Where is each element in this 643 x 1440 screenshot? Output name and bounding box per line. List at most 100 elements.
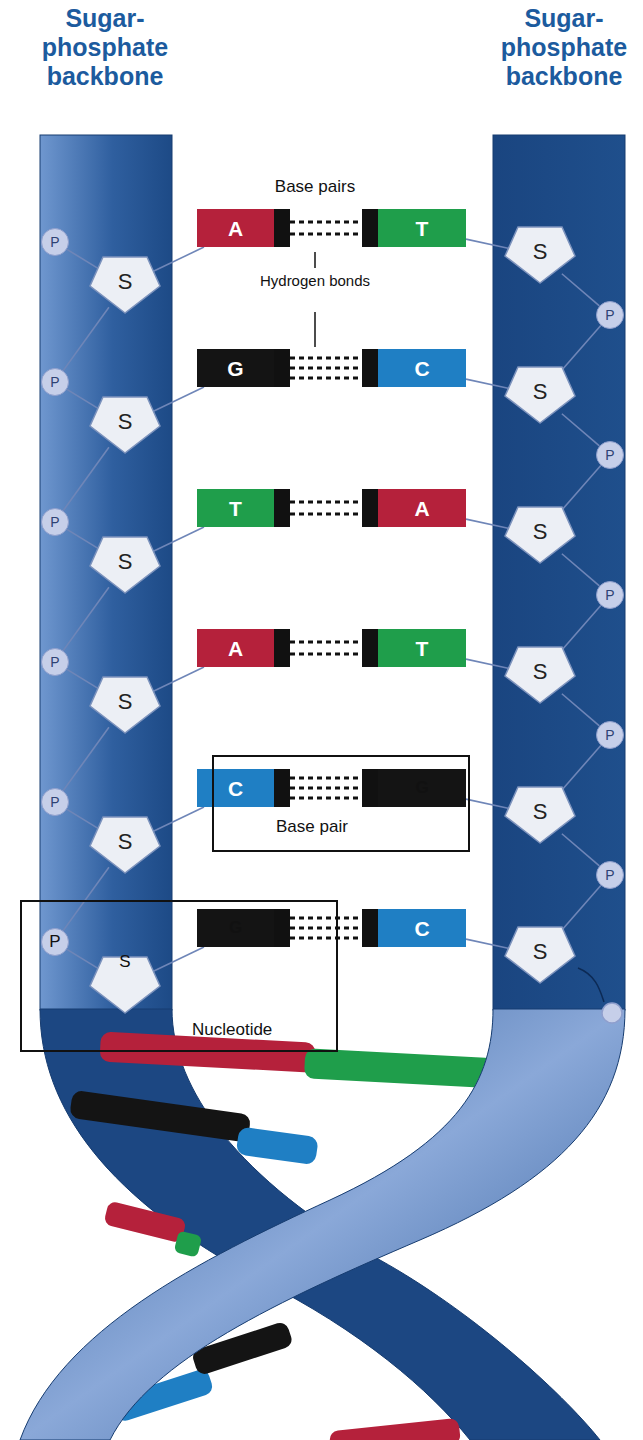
hydrogen-bond-line — [290, 367, 362, 370]
hydrogen-bond-line — [290, 357, 362, 360]
phosphate-circle: P — [41, 648, 69, 676]
sugar-pentagon: S — [88, 535, 162, 595]
rung — [236, 1126, 319, 1165]
sugar-letter: S — [118, 691, 133, 713]
callout-label: Base pair — [276, 817, 348, 837]
backbone-link — [558, 746, 600, 794]
hydrogen-bond-line — [290, 641, 362, 644]
base-letter: C — [414, 918, 429, 939]
callout-box: Nucleotide P G S — [20, 900, 338, 1052]
hydrogen-bond-line — [290, 221, 362, 224]
base-block: T — [362, 629, 466, 667]
base-letter: G — [415, 778, 428, 798]
sugar-pentagon: S — [503, 925, 577, 985]
hydrogen-bond — [290, 358, 362, 378]
pentagon-shape — [505, 647, 575, 703]
backbone-link — [152, 947, 204, 972]
phosphate-letter: P — [605, 728, 614, 742]
base-block: C — [362, 909, 466, 947]
sugar-letter: S — [118, 831, 133, 853]
pentagon-shape — [90, 537, 160, 593]
backbone-link — [67, 809, 100, 829]
hydrogen-bond — [290, 222, 362, 234]
text-label: Base pairs — [215, 177, 415, 197]
backbone-link — [152, 247, 204, 272]
backbone-link — [67, 389, 100, 409]
base-block: A — [197, 209, 290, 247]
sugar-letter: S — [118, 271, 133, 293]
callout-label: Nucleotide — [192, 1020, 272, 1040]
rung — [304, 1048, 495, 1088]
phosphate-letter: P — [50, 795, 59, 809]
base-letter: T — [416, 638, 429, 659]
pentagon-shape — [505, 787, 575, 843]
hydrogen-bond-line — [290, 917, 362, 920]
rung — [174, 1230, 203, 1257]
backbone-link — [63, 727, 109, 790]
phosphate-letter: P — [50, 235, 59, 249]
pentagon-shape — [505, 927, 575, 983]
sugar-letter: S — [119, 952, 130, 972]
sugar-letter: S — [118, 551, 133, 573]
backbone-link — [466, 939, 509, 948]
hydrogen-bond-line — [290, 787, 362, 790]
sugar-pentagon: S — [88, 255, 162, 315]
hydrogen-bond — [290, 502, 362, 514]
pentagon-shape — [505, 227, 575, 283]
phosphate-circle: P — [596, 861, 624, 889]
backbone-link — [562, 554, 600, 586]
backbone-band — [40, 135, 172, 1010]
hydrogen-bond-line — [290, 797, 362, 800]
backbone-band — [493, 135, 625, 1010]
hydrogen-bond-line — [290, 513, 362, 516]
sugar-letter: S — [533, 241, 548, 263]
base-letter: T — [229, 498, 242, 519]
backbone-link — [63, 867, 109, 930]
phosphate-circle: P — [41, 368, 69, 396]
backbone-link — [562, 694, 600, 726]
pentagon-shape — [505, 507, 575, 563]
base-block: G — [197, 909, 290, 947]
phosphate-circle: P — [41, 508, 69, 536]
hydrogen-bond — [290, 918, 362, 938]
hydrogen-bond-line — [290, 937, 362, 940]
phosphate-circle: P — [41, 788, 69, 816]
sugar-letter: S — [533, 801, 548, 823]
backbone-link — [466, 239, 509, 248]
phosphate-circle: P — [41, 928, 69, 956]
leader-line — [314, 312, 316, 347]
sugar-letter: S — [118, 411, 133, 433]
backbone-link — [152, 527, 204, 552]
hydrogen-bond — [290, 642, 362, 654]
phosphate-letter: P — [50, 655, 59, 669]
phosphate-letter: P — [605, 308, 614, 322]
phosphate-circle: P — [596, 441, 624, 469]
hydrogen-bond-line — [290, 233, 362, 236]
sugar-letter: S — [533, 381, 548, 403]
sugar-pentagon: S — [88, 675, 162, 735]
base-block: A — [362, 489, 466, 527]
phosphate-circle: P — [596, 581, 624, 609]
sugar-letter: S — [533, 941, 548, 963]
callout-box: Base pair G — [212, 755, 470, 852]
sugar-letter: S — [533, 521, 548, 543]
backbone-link — [562, 414, 600, 446]
phosphate-circle: P — [41, 228, 69, 256]
rung — [329, 1418, 461, 1440]
hydrogen-bond — [290, 778, 362, 798]
base-letter: G — [227, 358, 243, 379]
base-letter: A — [414, 498, 429, 519]
sugar-pentagon: S — [503, 225, 577, 285]
phosphate-letter: P — [605, 868, 614, 882]
backbone-link — [63, 587, 109, 650]
pentagon-shape — [90, 397, 160, 453]
backbone-link — [558, 326, 600, 374]
backbone-heading: Sugar-phosphate backbone — [489, 4, 639, 91]
backbone-link — [466, 519, 509, 528]
sugar-pentagon: S — [88, 815, 162, 875]
pentagon-shape — [505, 367, 575, 423]
base-letter: A — [228, 218, 243, 239]
pentagon-shape — [90, 257, 160, 313]
base-block: G — [362, 769, 466, 807]
